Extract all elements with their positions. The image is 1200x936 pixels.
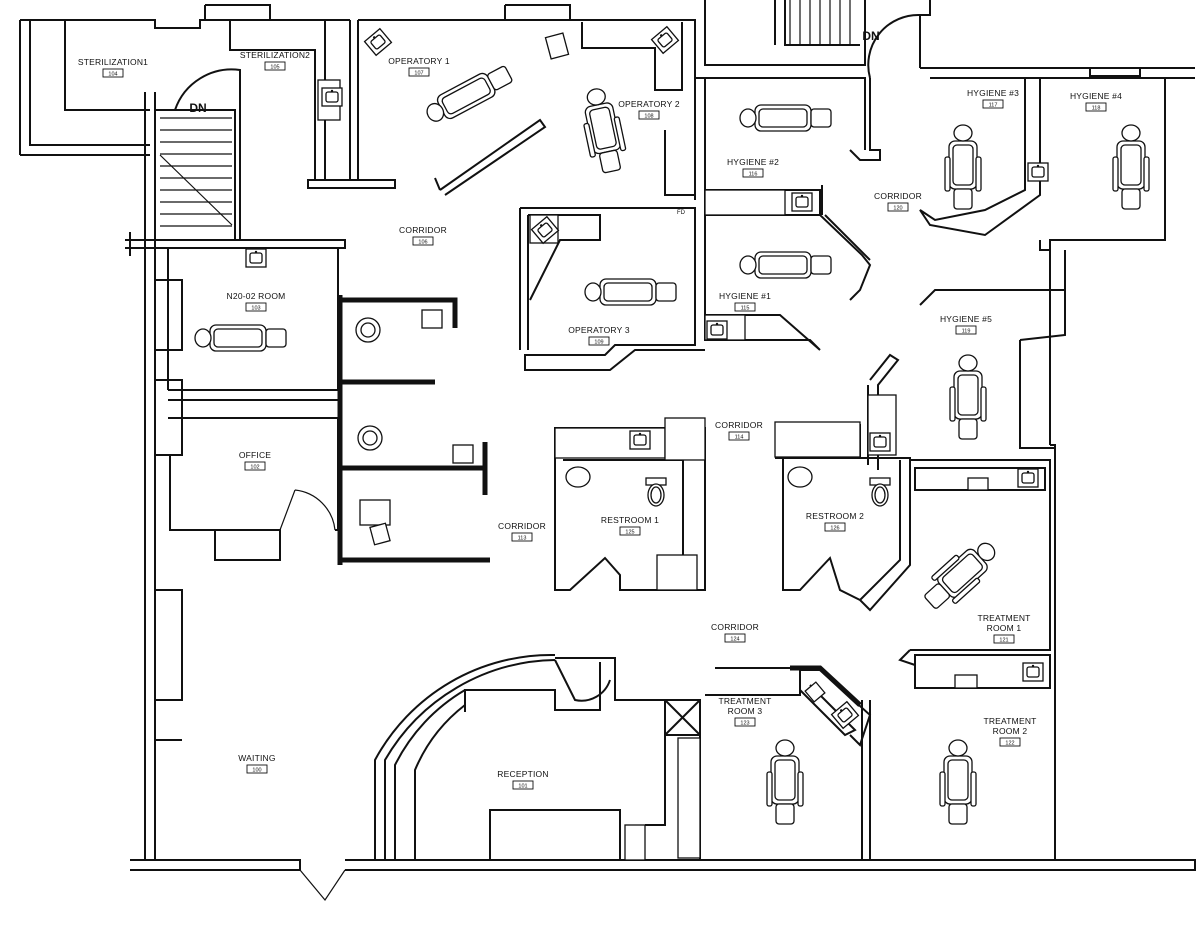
dental-chair-treatment-1 [917,532,1005,617]
room-label-corridor-114: CORRIDOR 114 [715,420,763,441]
svg-text:116: 116 [749,172,758,178]
room-label-n2002: N20-02 ROOM 103 [227,291,286,312]
room-label-corridor-120: CORRIDOR 120 [874,191,922,212]
svg-text:108: 108 [644,114,653,120]
svg-text:106: 106 [418,240,427,246]
svg-text:126: 126 [830,526,839,532]
svg-text:124: 124 [730,637,739,643]
room-label-sterilization2: STERILIZATION2 105 [240,50,310,71]
dental-chair-n2002 [194,324,287,352]
svg-text:102: 102 [250,465,259,471]
svg-text:TREATMENT: TREATMENT [983,716,1036,726]
svg-text:STERILIZATION2: STERILIZATION2 [240,50,310,60]
svg-text:114: 114 [735,435,744,441]
svg-text:115: 115 [741,306,750,312]
dental-chair-hygiene-1 [739,251,832,279]
svg-text:ROOM 1: ROOM 1 [987,623,1022,633]
svg-text:CORRIDOR: CORRIDOR [399,225,447,235]
svg-text:TREATMENT: TREATMENT [977,613,1030,623]
dental-chair-treatment-3 [766,739,804,825]
room-label-corridor-113: CORRIDOR 113 [498,521,546,542]
room-label-treatment-1: TREATMENT ROOM 1 121 [977,613,1030,644]
svg-text:122: 122 [1005,741,1014,747]
svg-text:125: 125 [625,530,634,536]
svg-text:RECEPTION: RECEPTION [497,769,548,779]
svg-text:RESTROOM 2: RESTROOM 2 [806,511,864,521]
fd-label: FD [677,210,686,216]
svg-text:101: 101 [518,784,527,790]
room-label-hygiene-1: HYGIENE #1 115 [719,291,771,312]
dental-chair-hygiene-3 [944,124,982,210]
svg-text:CORRIDOR: CORRIDOR [715,420,763,430]
room-label-operatory-1: OPERATORY 1 107 [388,56,450,77]
sinks [245,26,1049,729]
toilets-and-basins [565,466,891,507]
room-label-restroom-1: RESTROOM 1 125 [601,515,659,536]
room-label-treatment-3: TREATMENT ROOM 3 123 [718,696,771,727]
room-label-hygiene-5: HYGIENE #5 119 [940,314,992,335]
room-label-restroom-2: RESTROOM 2 126 [806,511,864,532]
dental-chair-operatory-1 [421,61,516,129]
svg-text:100: 100 [252,768,261,774]
svg-text:118: 118 [1092,106,1101,112]
svg-text:HYGIENE #5: HYGIENE #5 [940,314,992,324]
svg-text:109: 109 [594,340,603,346]
svg-text:OPERATORY 1: OPERATORY 1 [388,56,450,66]
svg-text:CORRIDOR: CORRIDOR [874,191,922,201]
svg-text:113: 113 [518,536,527,542]
svg-text:104: 104 [108,72,117,78]
svg-text:CORRIDOR: CORRIDOR [711,622,759,632]
treatment-counters [804,477,989,703]
svg-text:ROOM 2: ROOM 2 [993,726,1028,736]
svg-text:117: 117 [989,103,998,109]
room-label-waiting: WAITING 100 [238,753,275,774]
svg-text:TREATMENT: TREATMENT [718,696,771,706]
dental-chair-hygiene-2 [739,104,832,132]
svg-text:HYGIENE #3: HYGIENE #3 [967,88,1019,98]
dental-chair-operatory-3 [584,278,677,306]
svg-text:120: 120 [893,206,902,212]
room-label-hygiene-3: HYGIENE #3 117 [967,88,1019,109]
svg-text:OPERATORY 2: OPERATORY 2 [618,99,680,109]
svg-text:OFFICE: OFFICE [239,450,271,460]
room-label-sterilization1: STERILIZATION1 104 [78,57,148,78]
room-label-hygiene-4: HYGIENE #4 118 [1070,91,1122,112]
room-label-corridor-124: CORRIDOR 124 [711,622,759,643]
room-label-operatory-3: OPERATORY 3 109 [568,325,630,346]
building-walls [19,0,1196,902]
room-label-hygiene-2: HYGIENE #2 116 [727,157,779,178]
svg-text:107: 107 [414,71,423,77]
svg-text:HYGIENE #2: HYGIENE #2 [727,157,779,167]
room-label-reception: RECEPTION 101 [497,769,548,790]
svg-text:ROOM 3: ROOM 3 [728,706,763,716]
svg-text:WAITING: WAITING [238,753,275,763]
room-label-treatment-2: TREATMENT ROOM 2 122 [983,716,1036,747]
dental-chair-hygiene-5 [949,354,987,440]
svg-text:103: 103 [251,306,260,312]
dental-chair-hygiene-4 [1112,124,1150,210]
svg-text:OPERATORY 3: OPERATORY 3 [568,325,630,335]
stair-down-label-left: DN [189,101,206,115]
svg-text:STERILIZATION1: STERILIZATION1 [78,57,148,67]
svg-text:N20-02 ROOM: N20-02 ROOM [227,291,286,301]
svg-text:RESTROOM 1: RESTROOM 1 [601,515,659,525]
svg-text:121: 121 [999,638,1008,644]
room-label-operatory-2: OPERATORY 2 108 [618,99,680,120]
cubicle-stools [355,32,570,546]
svg-text:HYGIENE #4: HYGIENE #4 [1070,91,1122,101]
svg-text:105: 105 [270,65,279,71]
room-label-office: OFFICE 102 [239,450,271,471]
dental-chair-treatment-2 [939,739,977,825]
stair-down-label-right: DN [862,29,879,43]
svg-text:CORRIDOR: CORRIDOR [498,521,546,531]
svg-text:119: 119 [962,329,971,335]
room-label-corridor-106: CORRIDOR 106 [399,225,447,246]
svg-text:HYGIENE #1: HYGIENE #1 [719,291,771,301]
svg-text:123: 123 [740,721,749,727]
